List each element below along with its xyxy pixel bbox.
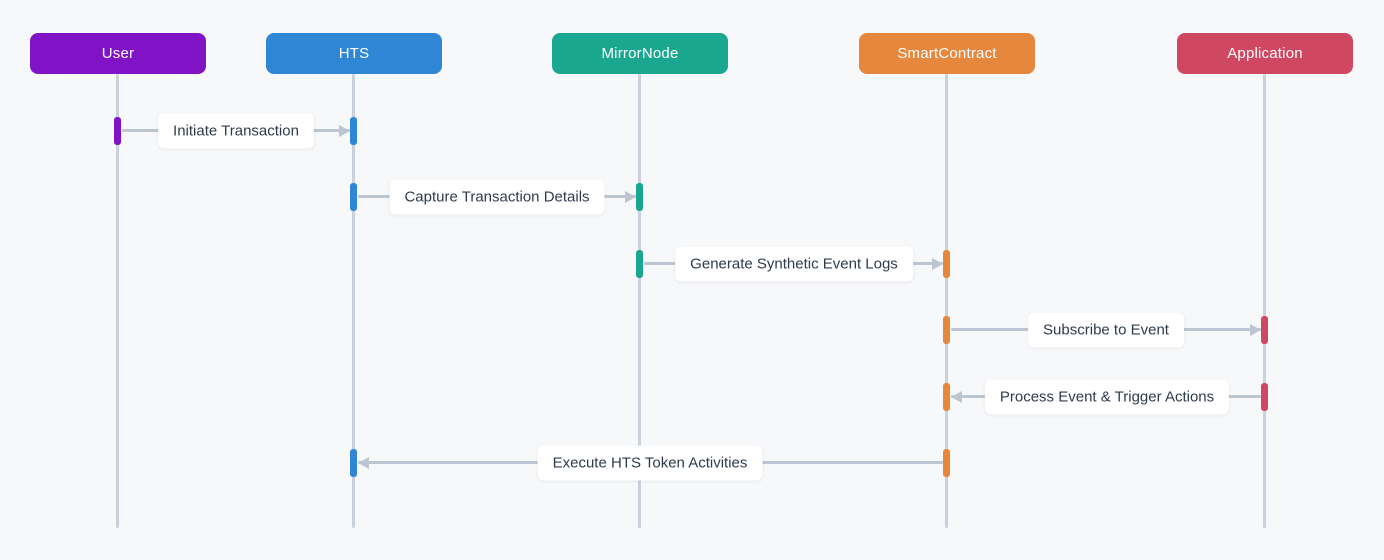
activation-bar-mirrornode xyxy=(636,250,643,278)
activation-bar-application xyxy=(1261,383,1268,411)
lifeline-smartcontract xyxy=(945,74,948,528)
arrowhead-left-icon xyxy=(358,457,369,469)
actor-smartcontract: SmartContract xyxy=(859,33,1035,74)
arrowhead-right-icon xyxy=(1250,324,1261,336)
message-label: Subscribe to Event xyxy=(1028,312,1184,348)
activation-bar-application xyxy=(1261,316,1268,344)
actor-application: Application xyxy=(1177,33,1353,74)
activation-bar-smartcontract xyxy=(943,449,950,477)
lifeline-hts xyxy=(352,74,355,528)
activation-bar-smartcontract xyxy=(943,383,950,411)
message-label: Initiate Transaction xyxy=(158,113,314,149)
arrowhead-right-icon xyxy=(625,191,636,203)
message-label: Generate Synthetic Event Logs xyxy=(675,246,913,282)
lifeline-user xyxy=(116,74,119,528)
activation-bar-smartcontract xyxy=(943,250,950,278)
activation-bar-mirrornode xyxy=(636,183,643,211)
actor-user: User xyxy=(30,33,206,74)
lifeline-application xyxy=(1263,74,1266,528)
arrowhead-left-icon xyxy=(951,391,962,403)
arrowhead-right-icon xyxy=(339,125,350,137)
activation-bar-hts xyxy=(350,117,357,145)
lifeline-mirrornode xyxy=(638,74,641,528)
actor-hts: HTS xyxy=(266,33,442,74)
activation-bar-smartcontract xyxy=(943,316,950,344)
activation-bar-hts xyxy=(350,183,357,211)
activation-bar-user xyxy=(114,117,121,145)
message-label: Execute HTS Token Activities xyxy=(537,445,763,481)
arrowhead-right-icon xyxy=(932,258,943,270)
activation-bar-hts xyxy=(350,449,357,477)
message-label: Capture Transaction Details xyxy=(389,179,605,215)
message-label: Process Event & Trigger Actions xyxy=(984,379,1230,415)
actor-mirrornode: MirrorNode xyxy=(552,33,728,74)
